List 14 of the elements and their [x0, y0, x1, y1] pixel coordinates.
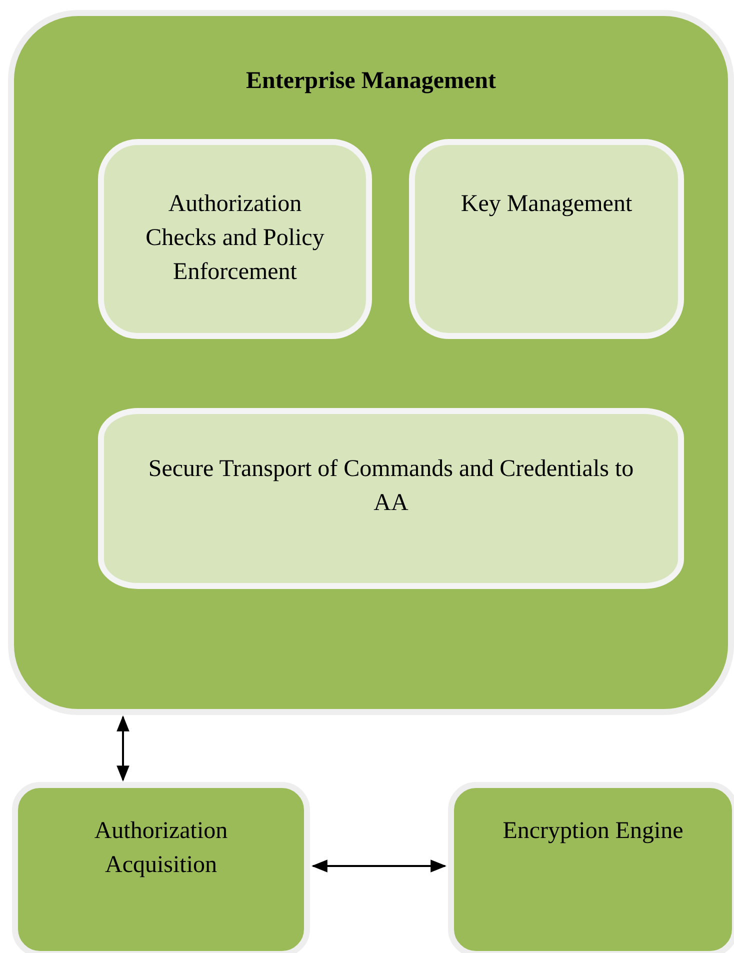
group-container [8, 10, 734, 715]
box-label: Authorization Checks and Policy Enforcement [144, 190, 326, 287]
process-box [98, 139, 372, 339]
process-box [98, 408, 684, 589]
box-label: Key Management [460, 190, 634, 219]
box-label: Authorization Acquisition [93, 817, 229, 880]
group-title: Enterprise Management [245, 67, 497, 96]
process-box [12, 782, 310, 953]
double-arrow [311, 860, 447, 872]
process-box [409, 139, 684, 339]
double-arrow [116, 715, 130, 782]
box-label: Secure Transport of Commands and Credentials to AA [147, 455, 635, 518]
process-box [448, 782, 734, 953]
box-label: Encryption Engine [502, 817, 684, 846]
